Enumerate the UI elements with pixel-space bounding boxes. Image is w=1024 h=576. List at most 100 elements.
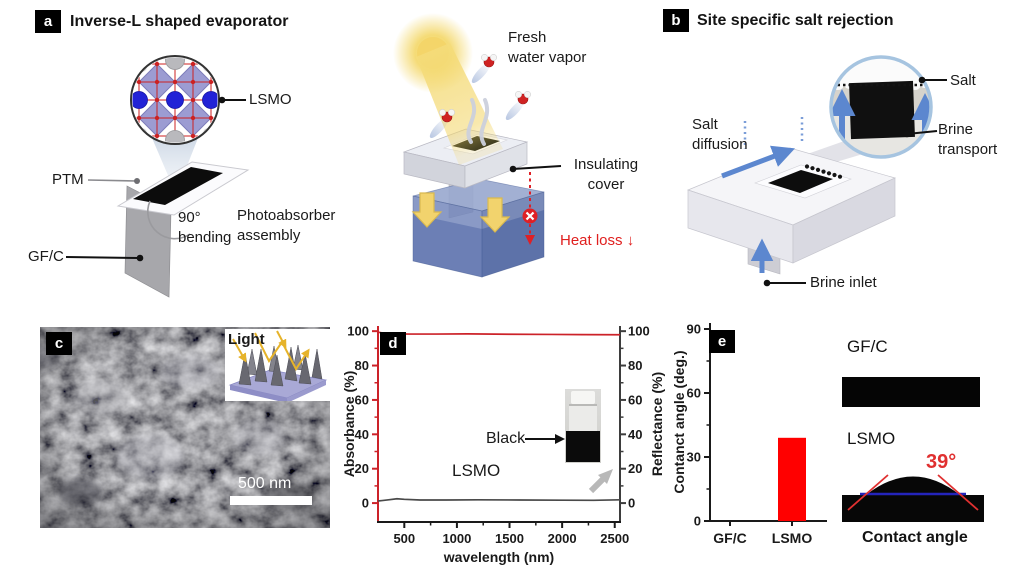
panel-a-label: a	[35, 10, 61, 33]
water-molecule	[429, 109, 455, 139]
cover-line1: Insulating	[573, 156, 639, 173]
brine-inlet-leader-dot	[763, 279, 771, 287]
gfc-photo-heading: GF/C	[847, 337, 888, 356]
assembly-label: Photoabsorber assembly	[237, 206, 335, 246]
salt-trail-dots	[804, 164, 843, 179]
vial-cap	[571, 391, 595, 404]
gfc-leader-line	[65, 256, 141, 259]
bending-label: 90° bending	[178, 208, 231, 248]
fresh-vapor-label: Fresh water vapor	[508, 28, 586, 68]
svg-text:Reflectance (%): Reflectance (%)	[649, 372, 665, 476]
tangent-line-left	[847, 474, 889, 511]
light-trapping-inset	[225, 329, 332, 401]
svg-text:20: 20	[355, 461, 369, 476]
svg-text:GF/C: GF/C	[713, 530, 746, 546]
ptm-leader-line	[87, 179, 138, 182]
insulating-cover-label: Insulating cover	[566, 155, 646, 195]
cover-leader-dot	[509, 165, 517, 173]
photo-inset-ring	[829, 55, 933, 159]
svg-text:1000: 1000	[442, 531, 471, 546]
brine-inlet-label: Brine inlet	[810, 274, 877, 291]
cover-line2: cover	[587, 176, 625, 193]
brine-transport-line2: transport	[938, 141, 998, 158]
brine-box-device	[686, 117, 897, 287]
panel-e-label: e	[709, 330, 735, 353]
light-ray-arrows	[232, 330, 310, 371]
water-molecule	[471, 54, 497, 84]
transport-leader-dot	[903, 130, 911, 138]
black-annotation-arrow	[525, 434, 565, 444]
membrane-photo	[849, 80, 915, 140]
gfc-label: GF/C	[28, 248, 64, 265]
svg-text:500: 500	[393, 531, 415, 546]
reflectance-pointer-arrow	[588, 469, 613, 494]
salt-leader-dot	[918, 76, 926, 84]
lsmo-crystal-inset	[130, 55, 246, 145]
panel-a-title: Inverse-L shaped evaporator	[70, 13, 289, 30]
lsmo-annotation: LSMO	[452, 461, 501, 480]
lsmo-leader-dot	[218, 96, 226, 104]
contact-angle-value: 39°	[926, 451, 957, 473]
lsmo-vial-photo	[565, 389, 601, 463]
magnify-cone	[152, 138, 198, 194]
svg-text:60: 60	[355, 392, 369, 407]
salt-diffusion-line1: Salt	[692, 116, 718, 133]
svg-text:LSMO: LSMO	[772, 530, 813, 546]
svg-text:20: 20	[628, 461, 642, 476]
svg-text:80: 80	[628, 358, 642, 373]
svg-text:1500: 1500	[495, 531, 524, 546]
svg-text:Absorbance (%): Absorbance (%)	[341, 371, 357, 478]
droplet-substrate	[842, 495, 984, 522]
transport-leader-line	[906, 130, 938, 135]
gfc-leader-dot	[136, 254, 144, 262]
inverse-l-device	[65, 161, 250, 298]
svg-text:40: 40	[355, 427, 369, 442]
black-annotation: Black	[486, 430, 526, 447]
ptm-leader-dot	[134, 178, 140, 184]
box-right-face	[792, 177, 896, 264]
svg-text:0: 0	[628, 496, 635, 511]
ptm-absorber	[133, 167, 223, 205]
svg-text:30: 30	[687, 450, 701, 465]
panel-d-label: d	[380, 332, 406, 355]
ptm-label: PTM	[52, 171, 84, 188]
lsmo-photo-heading: LSMO	[847, 429, 896, 448]
assembly-line2: assembly	[237, 227, 301, 244]
salt-photo-inset	[829, 55, 947, 159]
svg-text:60: 60	[628, 392, 642, 407]
droplet-dome	[866, 476, 960, 495]
svg-text:Contanct angle (deg.): Contanct angle (deg.)	[674, 350, 687, 493]
svg-text:90: 90	[687, 322, 701, 337]
substrate-front	[230, 385, 287, 401]
panel-c-label: c	[46, 332, 72, 355]
svg-text:60: 60	[687, 386, 701, 401]
scale-bar-label: 500 nm	[238, 475, 292, 492]
box-absorber	[768, 170, 833, 193]
svg-text:2500: 2500	[600, 531, 629, 546]
tangent-line-right	[937, 474, 979, 511]
brine-transport-line1: Brine	[938, 121, 974, 138]
lsmo-label: LSMO	[249, 91, 292, 108]
water-molecule	[505, 91, 531, 121]
svg-text:100: 100	[628, 324, 650, 339]
salt-rejection-diagram	[686, 55, 947, 287]
svg-text:80: 80	[355, 358, 369, 373]
bending-line1: 90°	[178, 209, 201, 226]
vapor-line2: water vapor	[508, 49, 587, 66]
bending-line2: bending	[178, 229, 232, 246]
svg-text:0: 0	[362, 496, 369, 511]
evaporator-diagram	[65, 13, 562, 298]
svg-text:40: 40	[628, 427, 642, 442]
bend-angle-arc	[147, 200, 191, 240]
salt-label: Salt	[950, 72, 976, 89]
lsmo-droplet-photo	[842, 474, 984, 522]
downward-heat-arrows	[411, 192, 511, 233]
salt-diffusion-line2: diffusion	[692, 136, 748, 153]
heat-loss-indicator	[522, 172, 538, 245]
vapor-line1: Fresh	[508, 29, 547, 46]
panel-b-label: b	[663, 9, 689, 32]
substrate-side	[287, 380, 326, 401]
gfc-droplet-photo	[842, 377, 980, 407]
